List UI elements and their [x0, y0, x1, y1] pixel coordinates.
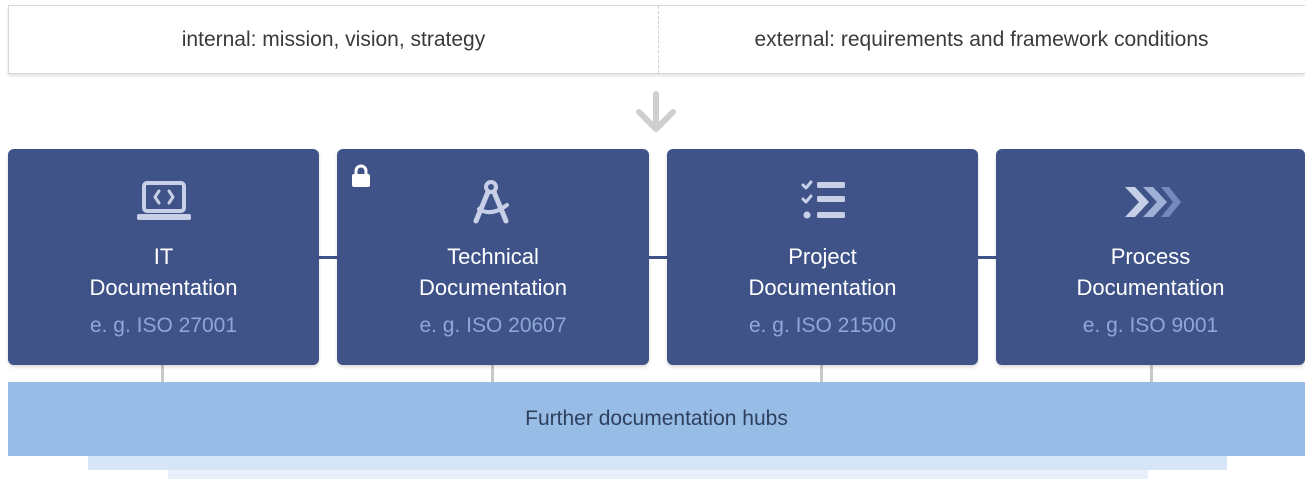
- internal-context: internal: mission, vision, strategy: [181, 27, 486, 51]
- hub-card-process[interactable]: Process Documentation e. g. ISO 9001: [996, 149, 1305, 365]
- further-hubs-label: Further documentation hubs: [525, 407, 788, 430]
- external-context: external: requirements and framework con…: [754, 27, 1209, 51]
- hub-standard: e. g. ISO 21500: [748, 314, 897, 337]
- stack-layer: [88, 456, 1227, 470]
- process-chevrons-icon: [1124, 187, 1181, 217]
- stack-layer: [168, 470, 1148, 479]
- hub-title: IT Documentation: [89, 244, 238, 300]
- connector-line: [977, 256, 997, 259]
- context-divider: [658, 6, 659, 73]
- context-banner: internal: mission, vision, strategy exte…: [8, 5, 1305, 74]
- hub-connector: [820, 364, 823, 384]
- connector-line: [648, 256, 668, 259]
- hub-standard: e. g. ISO 9001: [1082, 314, 1219, 337]
- hub-connector: [161, 364, 164, 384]
- hub-card-project[interactable]: Project Documentation e. g. ISO 21500: [667, 149, 978, 365]
- compass-drafting-icon: [473, 180, 509, 224]
- hub-card-it[interactable]: IT Documentation e. g. ISO 27001: [8, 149, 319, 365]
- hub-card-technical[interactable]: Technical Documentation e. g. ISO 20607: [337, 149, 649, 365]
- hub-title: Process Documentation: [1076, 244, 1225, 300]
- hub-standard: e. g. ISO 27001: [89, 314, 238, 337]
- further-hubs-bar[interactable]: Further documentation hubs: [8, 382, 1305, 456]
- hub-title: Project Documentation: [748, 244, 897, 300]
- hub-connector: [491, 364, 494, 384]
- hub-title: Technical Documentation: [419, 244, 567, 300]
- hub-standard: e. g. ISO 20607: [419, 314, 567, 337]
- lock-icon: [352, 164, 370, 187]
- connector-line: [318, 256, 338, 259]
- down-arrow-icon: [636, 91, 676, 132]
- task-list-icon: [801, 180, 845, 219]
- hub-connector: [1150, 364, 1153, 384]
- laptop-code-icon: [136, 181, 191, 220]
